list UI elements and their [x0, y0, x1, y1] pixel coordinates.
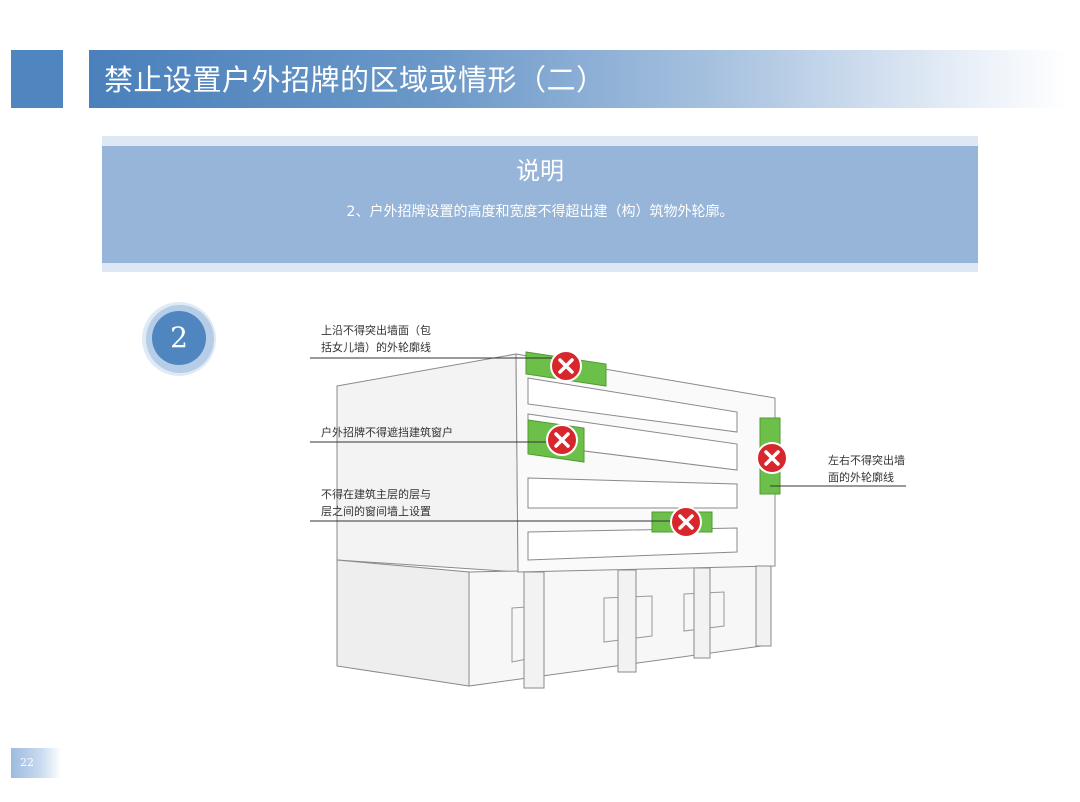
title-accent-block	[11, 50, 63, 108]
callout-line-text: 层之间的窗间墙上设置	[321, 505, 431, 518]
window-band	[527, 477, 738, 509]
callout-line-text: 括女儿墙）的外轮廓线	[321, 341, 431, 354]
callout-line-text: 户外招牌不得遮挡建筑窗户	[321, 426, 453, 439]
note-panel: 说明 2、户外招牌设置的高度和宽度不得超出建（构）筑物外轮廓。	[102, 136, 978, 272]
title-bar	[89, 50, 1069, 108]
column	[523, 571, 545, 689]
building-ground-side	[336, 559, 470, 687]
prohibit-x-icon	[756, 442, 788, 474]
prohibit-x-icon	[546, 424, 578, 456]
page-number: 22	[20, 756, 34, 769]
note-panel-bottom-strip	[102, 263, 978, 272]
prohibit-x-icon	[670, 506, 702, 538]
callout-line-text: 上沿不得突出墙面（包	[321, 324, 431, 337]
page-title: 禁止设置户外招牌的区域或情形（二）	[104, 63, 606, 97]
callout-line-text: 面的外轮廓线	[828, 471, 894, 484]
column	[755, 565, 772, 647]
note-panel-top-strip	[102, 136, 978, 146]
ground-door	[683, 591, 725, 632]
prohibit-x-icon	[550, 350, 582, 382]
callout-left-right: 左右不得突出墙 面的外轮廓线	[828, 452, 905, 486]
callout-top-edge: 上沿不得突出墙面（包 括女儿墙）的外轮廓线	[321, 322, 431, 356]
column	[693, 567, 711, 659]
step-badge: 2	[152, 311, 206, 365]
callout-between-floors: 不得在建筑主层的层与 层之间的窗间墙上设置	[321, 486, 431, 520]
window-band	[527, 377, 738, 433]
page-number-tab	[11, 748, 61, 778]
building-ground-front	[468, 565, 763, 687]
note-body: 2、户外招牌设置的高度和宽度不得超出建（构）筑物外轮廓。	[346, 204, 734, 220]
callout-line-text: 左右不得突出墙	[828, 454, 905, 467]
callout-window: 户外招牌不得遮挡建筑窗户	[321, 424, 453, 441]
callout-line-text: 不得在建筑主层的层与	[321, 488, 431, 501]
note-heading: 说明	[516, 157, 564, 185]
column	[617, 569, 637, 673]
building-side-wall	[336, 353, 519, 573]
